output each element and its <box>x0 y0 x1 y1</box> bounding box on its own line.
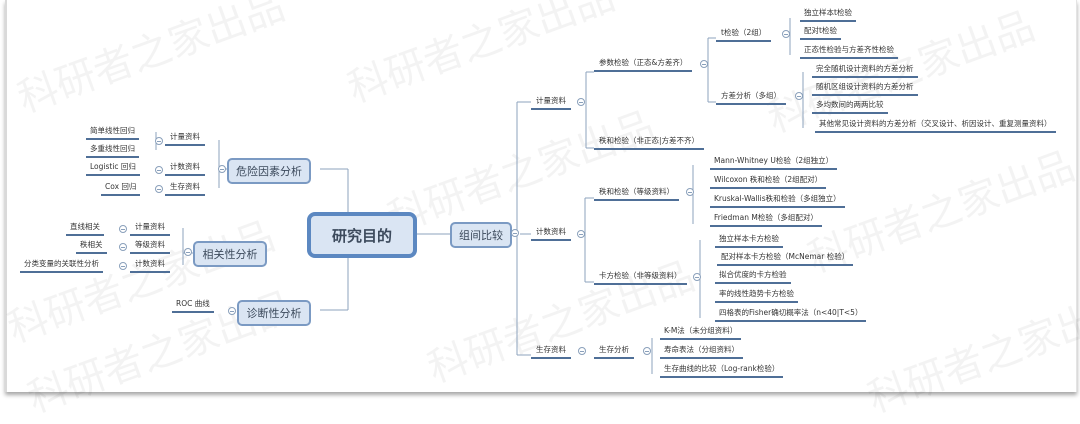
collapse-toggle-icon[interactable] <box>155 166 163 174</box>
node-parametric-test[interactable]: 参数检验（正态&方差齐） <box>594 58 693 72</box>
collapse-toggle-icon[interactable] <box>795 92 803 100</box>
leaf-friedman[interactable]: Friedman M检验（多组配对） <box>710 213 822 227</box>
leaf-logistic-regression[interactable]: Logistic 回归 <box>86 162 140 176</box>
collapse-toggle-icon[interactable] <box>700 60 708 68</box>
node-survival-analysis[interactable]: 生存分析 <box>594 345 634 359</box>
node-group-comparison[interactable]: 组间比较 <box>450 222 512 248</box>
leaf-normality-variance-test[interactable]: 正态性检验与方差齐性检验 <box>800 45 898 59</box>
leaf-pairwise-comparison[interactable]: 多均数间的两两比较 <box>812 100 888 114</box>
collapse-toggle-icon[interactable] <box>577 230 585 238</box>
node-rank-sum-ordinal[interactable]: 秩和检验（等级资料） <box>594 187 679 201</box>
leaf-rank-correlation[interactable]: 秩相关 <box>76 240 107 254</box>
node-rank-data[interactable]: 等级资料 <box>130 240 170 254</box>
collapse-toggle-icon[interactable] <box>228 307 236 315</box>
node-label: 危险因素分析 <box>236 165 302 178</box>
leaf-independent-t-test[interactable]: 独立样本t检验 <box>800 8 856 22</box>
leaf-kruskal-wallis[interactable]: Kruskal-Wallis秩和检验（多组独立） <box>710 194 845 208</box>
node-label: 相关性分析 <box>202 248 258 261</box>
leaf-km-method[interactable]: K-M法（未分组资料） <box>660 326 742 340</box>
leaf-log-rank[interactable]: 生存曲线的比较（Log-rank检验） <box>660 364 784 378</box>
collapse-toggle-icon[interactable] <box>578 347 586 355</box>
leaf-roc-curve[interactable]: ROC 曲线 <box>172 299 214 313</box>
leaf-mann-whitney[interactable]: Mann-Whitney U检验（2组独立） <box>710 156 838 170</box>
node-measurement-data[interactable]: 计量资料 <box>531 96 571 110</box>
node-t-test[interactable]: t检验（2组） <box>716 28 772 42</box>
root-node[interactable]: 研究目的 <box>307 212 417 258</box>
node-risk-factor-analysis[interactable]: 危险因素分析 <box>227 158 311 184</box>
leaf-paired-t-test[interactable]: 配对t检验 <box>800 26 841 40</box>
leaf-goodness-of-fit[interactable]: 拟合优度的卡方检验 <box>715 270 791 284</box>
leaf-linear-correlation[interactable]: 直线相关 <box>66 222 104 236</box>
node-rank-sum-nonnormal[interactable]: 秩和检验（非正态|方差不齐） <box>594 136 705 150</box>
collapse-toggle-icon[interactable] <box>155 185 163 193</box>
collapse-toggle-icon[interactable] <box>155 137 163 145</box>
node-diagnostic-analysis[interactable]: 诊断性分析 <box>237 300 311 326</box>
node-survival-data[interactable]: 生存资料 <box>531 345 571 359</box>
leaf-simple-linear-regression[interactable]: 简单线性回归 <box>86 126 139 140</box>
node-chi-square[interactable]: 卡方检验（非等级资料） <box>594 271 687 285</box>
collapse-toggle-icon[interactable] <box>218 165 226 173</box>
collapse-toggle-icon[interactable] <box>511 229 519 237</box>
collapse-toggle-icon[interactable] <box>184 248 192 256</box>
mindmap-canvas <box>5 0 1077 392</box>
root-label: 研究目的 <box>331 226 392 245</box>
leaf-cox-regression[interactable]: Cox 回归 <box>101 182 141 196</box>
leaf-independent-chi-square[interactable]: 独立样本卡方检验 <box>715 234 783 248</box>
collapse-toggle-icon[interactable] <box>577 98 585 106</box>
connector-lines <box>155 18 804 374</box>
collapse-toggle-icon[interactable] <box>119 243 127 251</box>
leaf-randomized-block-anova[interactable]: 随机区组设计资料的方差分析 <box>812 82 918 96</box>
node-anova[interactable]: 方差分析（多组） <box>716 91 786 105</box>
node-survival-data[interactable]: 生存资料 <box>165 182 205 196</box>
node-measurement-data[interactable]: 计量资料 <box>130 222 170 236</box>
leaf-life-table[interactable]: 寿命表法（分组资料） <box>660 345 743 359</box>
leaf-wilcoxon[interactable]: Wilcoxon 秩和检验（2组配对） <box>710 175 827 189</box>
leaf-other-design-anova[interactable]: 其他常见设计资料的方差分析（交叉设计、析因设计、重复测量资料） <box>815 119 1056 133</box>
leaf-categorical-association[interactable]: 分类变量的关联性分析 <box>20 259 103 273</box>
leaf-multiple-linear-regression[interactable]: 多重线性回归 <box>86 144 139 158</box>
collapse-toggle-icon[interactable] <box>119 225 127 233</box>
leaf-linear-trend-chi-square[interactable]: 率的线性趋势卡方检验 <box>715 289 798 303</box>
node-count-data[interactable]: 计数资料 <box>531 227 571 241</box>
node-count-data[interactable]: 计数资料 <box>130 259 170 273</box>
node-count-data[interactable]: 计数资料 <box>165 162 205 176</box>
collapse-toggle-icon[interactable] <box>643 347 651 355</box>
node-correlation-analysis[interactable]: 相关性分析 <box>193 241 267 267</box>
leaf-mcnemar[interactable]: 配对样本卡方检验（McNemar 检验） <box>717 252 854 266</box>
collapse-toggle-icon[interactable] <box>686 188 694 196</box>
node-measurement-data[interactable]: 计量资料 <box>165 132 205 146</box>
node-label: 诊断性分析 <box>246 307 302 320</box>
collapse-toggle-icon[interactable] <box>119 262 127 270</box>
node-label: 组间比较 <box>459 229 503 242</box>
collapse-toggle-icon[interactable] <box>693 273 701 281</box>
collapse-toggle-icon[interactable] <box>782 30 790 38</box>
leaf-completely-random-anova[interactable]: 完全随机设计资料的方差分析 <box>812 64 918 78</box>
leaf-fisher-exact[interactable]: 四格表的Fisher确切概率法（n<40|T<5） <box>715 308 867 322</box>
